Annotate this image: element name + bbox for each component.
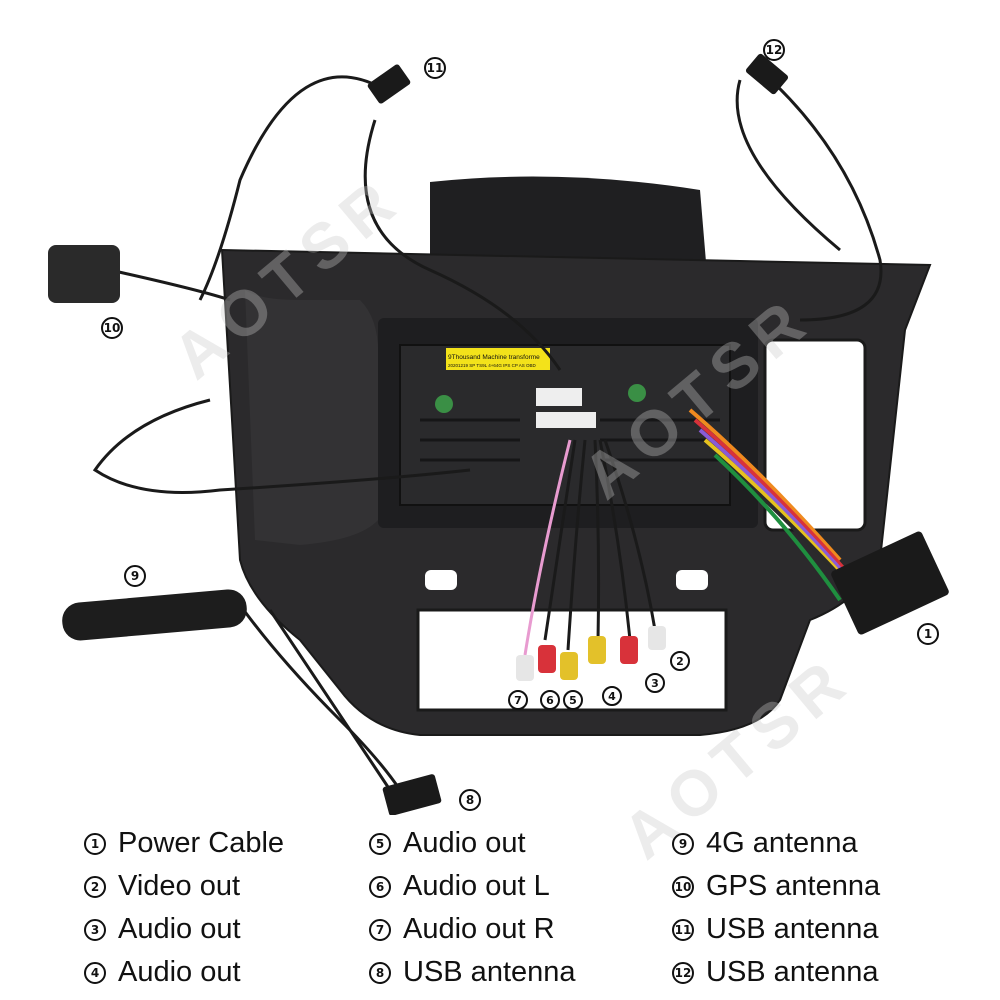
legend-number: 9	[672, 832, 694, 855]
usb-plug	[367, 64, 411, 104]
label-sticker-line2: 20201219 SP TS9L 4+64G IPS CP AS OBD	[448, 363, 537, 368]
usb-plug	[745, 53, 789, 95]
vent-slot	[425, 570, 457, 590]
rca-plug-yellow	[588, 636, 606, 664]
connector-block	[536, 388, 582, 406]
legend-number: 3	[84, 918, 106, 941]
4g-antenna	[62, 589, 247, 641]
legend-item: 6 Audio out L	[369, 865, 576, 908]
rca-plug-yellow	[560, 652, 578, 680]
legend-label: Video out	[118, 870, 241, 902]
callout-12: 12	[763, 39, 785, 61]
legend-column-2: 5 Audio out 6 Audio out L 7 Audio out R 8 US…	[369, 822, 576, 994]
legend-number: 10	[672, 875, 694, 898]
legend-item: 1 Power Cable	[84, 822, 284, 865]
legend-label: Audio out	[403, 827, 526, 859]
legend-number: 2	[84, 875, 106, 898]
legend-label: 4G antenna	[706, 827, 858, 859]
legend-item: 10 GPS antenna	[672, 865, 880, 908]
gps-antenna	[48, 245, 120, 303]
callout-8: 8	[459, 789, 481, 811]
legend-label: Audio out	[118, 913, 241, 945]
rca-plug-white	[516, 655, 534, 681]
legend-number: 8	[369, 961, 391, 984]
vent-slot	[676, 570, 708, 590]
product-photo: 9Thousand Machine transforme 20201219 SP…	[48, 53, 949, 815]
legend-number: 5	[369, 832, 391, 855]
legend-item: 5 Audio out	[369, 822, 576, 865]
legend-number: 4	[84, 961, 106, 984]
display-top	[430, 176, 706, 262]
callout-5: 5	[563, 690, 583, 710]
legend-number: 12	[672, 961, 694, 984]
legend-label: Audio out	[118, 956, 241, 988]
callout-2: 2	[670, 651, 690, 671]
callout-1: 1	[917, 623, 939, 645]
rca-plug-white	[648, 626, 666, 650]
legend-label: Audio out R	[403, 913, 555, 945]
legend-label: USB antenna	[706, 913, 879, 945]
label-sticker	[446, 348, 550, 370]
legend-item: 2 Video out	[84, 865, 284, 908]
gps-socket	[435, 395, 453, 413]
callout-9: 9	[124, 565, 146, 587]
callout-10: 10	[101, 317, 123, 339]
legend-label: Power Cable	[118, 827, 285, 859]
label-sticker-line1: 9Thousand Machine transforme	[448, 354, 540, 361]
legend-number: 11	[672, 918, 694, 941]
legend-item: 11 USB antenna	[672, 908, 880, 951]
legend-item: 8 USB antenna	[369, 951, 576, 994]
legend-number: 7	[369, 918, 391, 941]
legend-item: 7 Audio out R	[369, 908, 576, 951]
legend-number: 1	[84, 832, 106, 855]
callout-7: 7	[508, 690, 528, 710]
legend-item: 4 Audio out	[84, 951, 284, 994]
rca-plug-red	[620, 636, 638, 664]
legend-item: 3 Audio out	[84, 908, 284, 951]
legend-label: GPS antenna	[706, 870, 881, 902]
connector-block	[536, 412, 596, 428]
callout-3: 3	[645, 673, 665, 693]
legend-number: 6	[369, 875, 391, 898]
callout-4: 4	[602, 686, 622, 706]
legend-label: USB antenna	[403, 956, 576, 988]
usb-plug	[382, 774, 442, 815]
legend-label: USB antenna	[706, 956, 879, 988]
legend-item: 9 4G antenna	[672, 822, 880, 865]
4g-socket	[628, 384, 646, 402]
callout-6: 6	[540, 690, 560, 710]
legend-label: Audio out L	[403, 870, 550, 902]
power-connector	[831, 531, 949, 635]
legend-item: 12 USB antenna	[672, 951, 880, 994]
rca-plug-red	[538, 645, 556, 673]
callout-11: 11	[424, 57, 446, 79]
